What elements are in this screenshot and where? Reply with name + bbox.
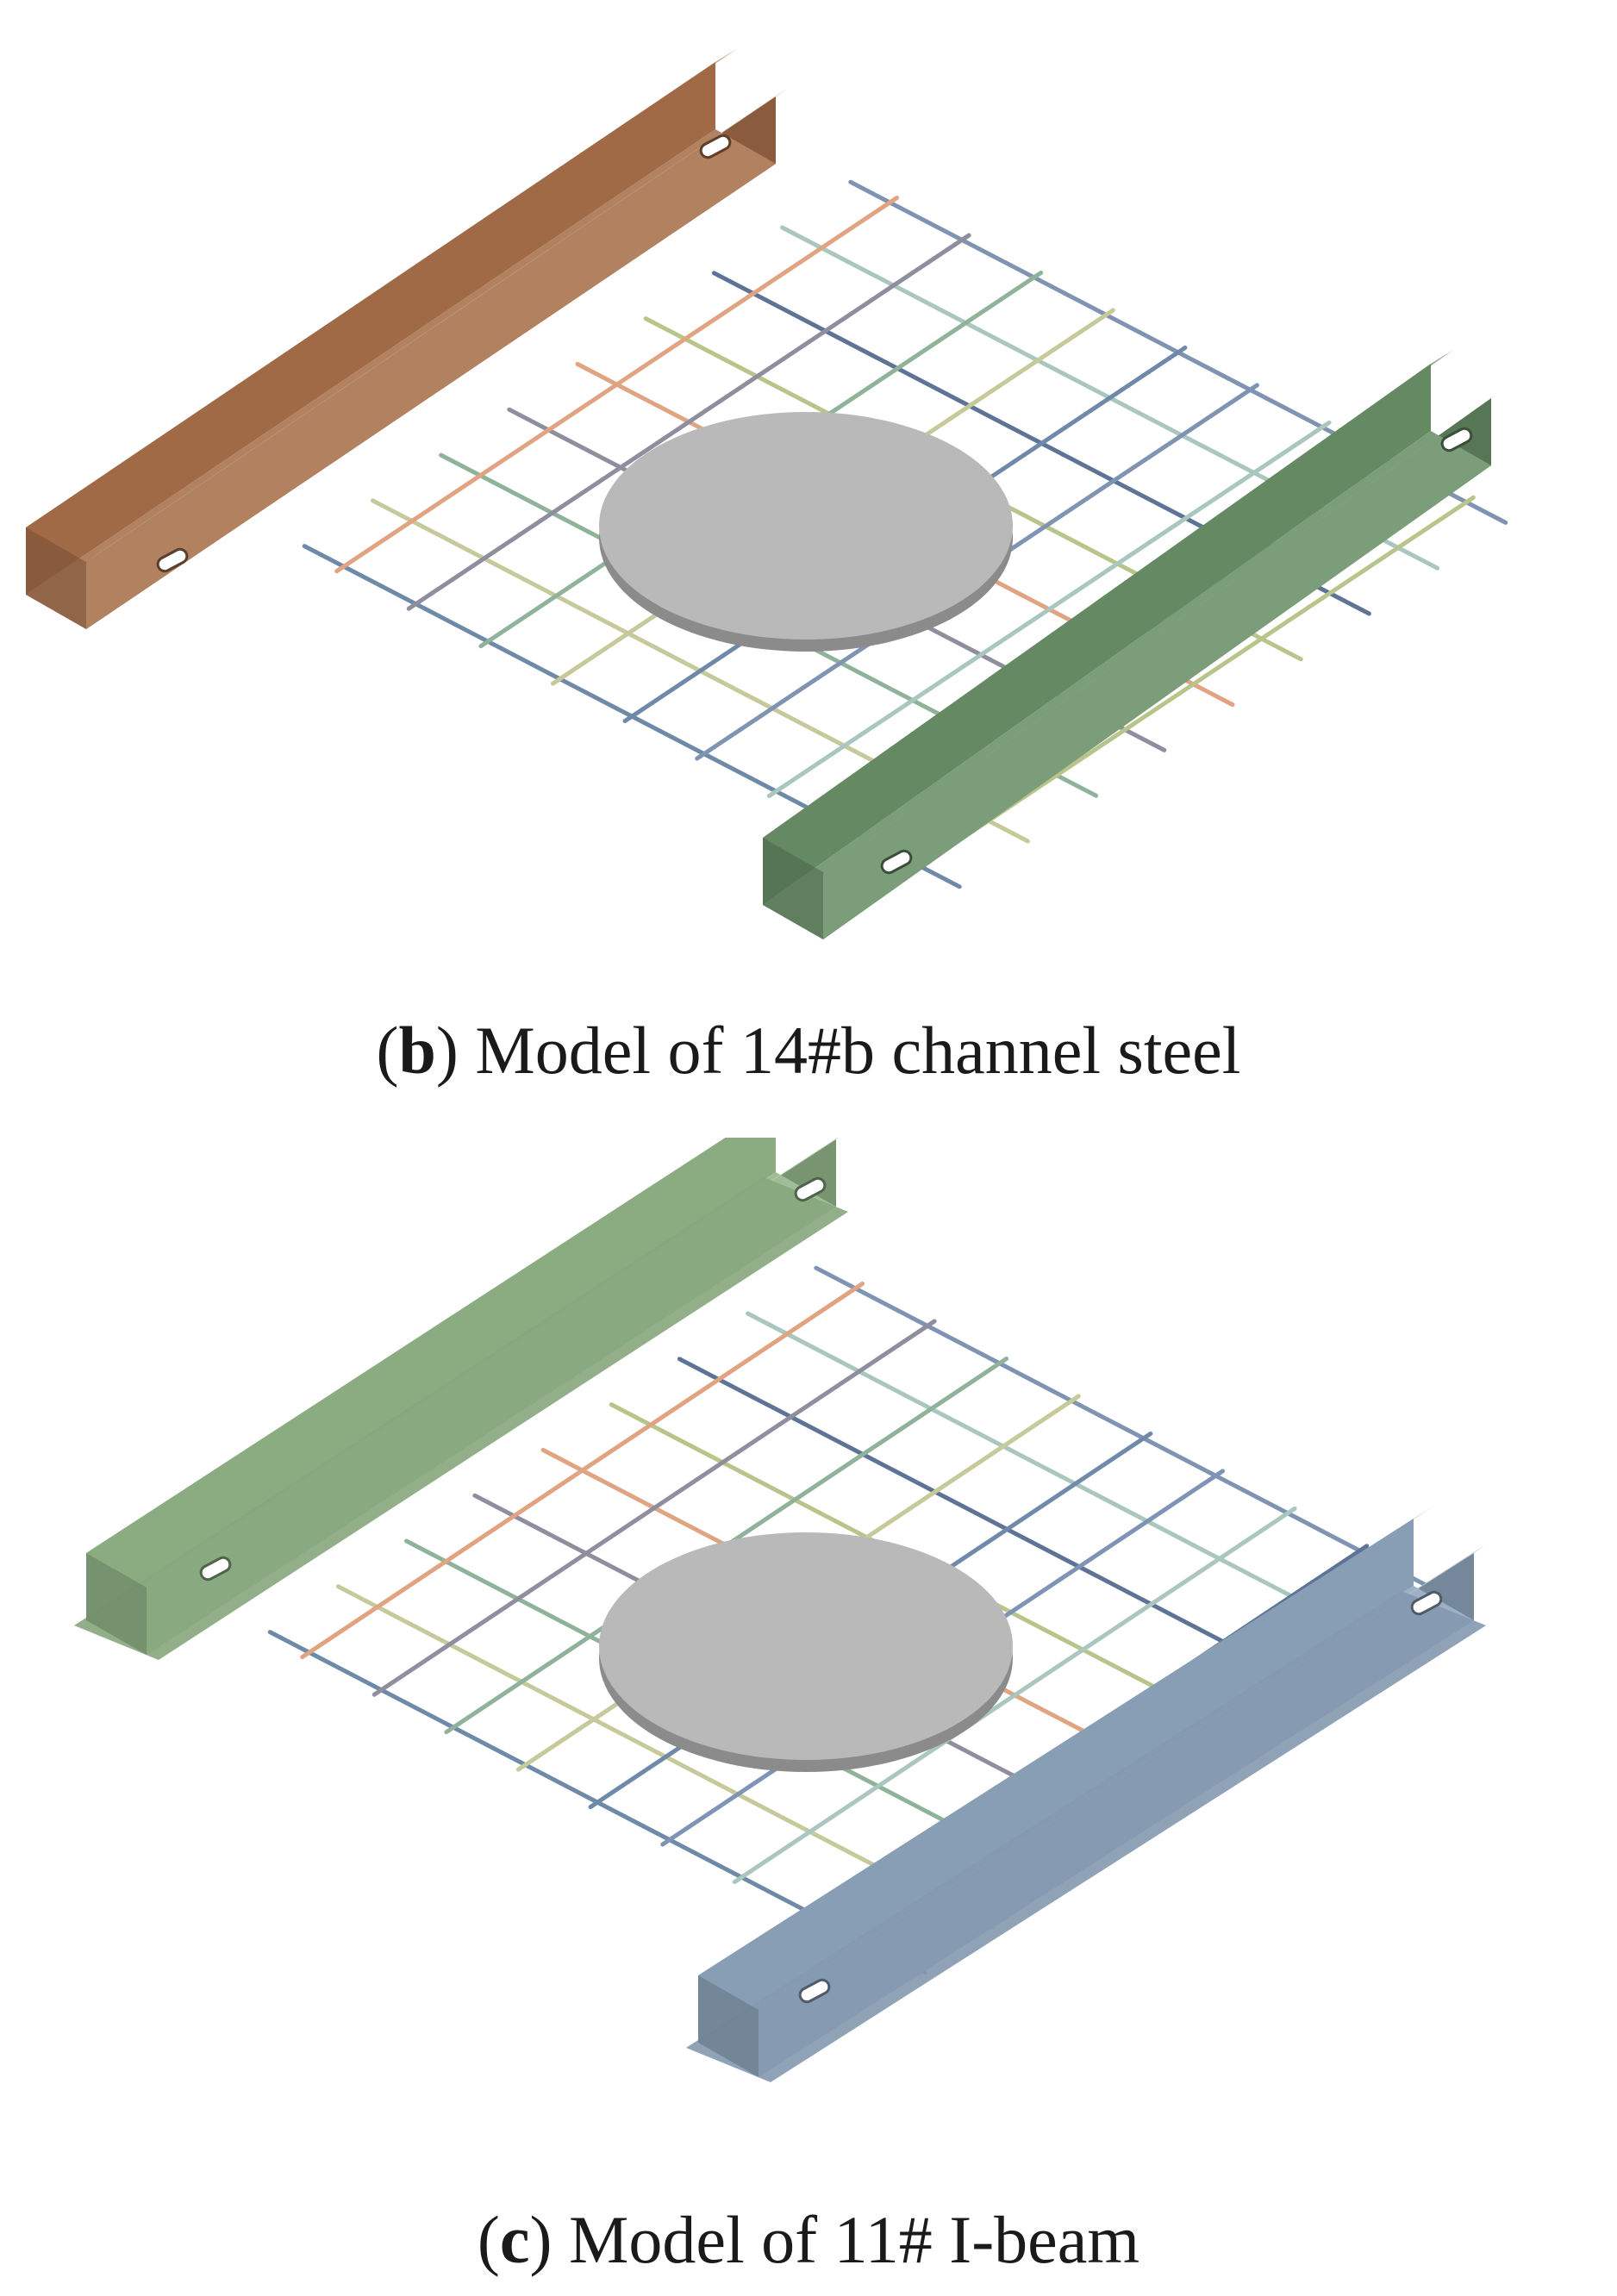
- bearing-plate-c: [599, 1532, 1013, 1760]
- caption-b: (b) Model of 14#b channel steel: [376, 1013, 1241, 1088]
- channel-steel-model: [26, 48, 1508, 939]
- caption-c-text: ) Model of 11# I-beam: [529, 2202, 1140, 2277]
- caption-c-letter: c: [499, 2202, 530, 2277]
- caption-c: (c) Model of 11# I-beam: [477, 2202, 1140, 2277]
- rebar-trans-b-1: [406, 233, 971, 611]
- beam-web-c1: [86, 1138, 776, 1620]
- beam-slot-b2-0: [880, 849, 913, 875]
- rebar-trans-c-0: [300, 1282, 865, 1660]
- beam-web-c2: [698, 1519, 1414, 2043]
- beam-slot-b2-1: [1440, 427, 1473, 452]
- beam-lip-b1: [86, 88, 788, 562]
- figure-panel-b: [0, 0, 1617, 1086]
- beam-c1: [74, 1138, 848, 1660]
- figure-panel-c: [0, 1138, 1617, 2296]
- beam-slot-c1-0: [199, 1556, 232, 1582]
- bearing-plate-b: [599, 412, 1013, 640]
- caption-b-letter: b: [398, 1013, 436, 1088]
- beam-slot-b1-1: [699, 134, 732, 159]
- beam-b1: [26, 48, 788, 629]
- beam-lip-b2: [823, 390, 1503, 872]
- beam-b2: [763, 350, 1503, 939]
- beam-lower-flange-c2: [686, 1591, 1486, 2082]
- beam-slot-c2-0: [798, 1978, 831, 2004]
- beam-slot-c2-1: [1410, 1590, 1443, 1616]
- beam-web-b2: [763, 364, 1431, 905]
- beam-end-face-b2: [763, 838, 823, 939]
- beam-end-face-c2: [698, 1975, 759, 2077]
- rebar-trans-c-1: [371, 1319, 937, 1697]
- i-beam-model: [74, 1138, 1486, 2082]
- beam-c2: [686, 1505, 1486, 2082]
- beam-end-face-c1: [86, 1553, 147, 1655]
- beam-bottom-b1: [26, 129, 776, 629]
- rebar-trans-b-6: [766, 420, 1332, 799]
- beam-web-b1: [26, 62, 715, 595]
- caption-b-text: ) Model of 14#b channel steel: [435, 1013, 1241, 1088]
- rebar-trans-b-0: [334, 196, 899, 574]
- beam-slot-c1-1: [794, 1176, 827, 1202]
- beam-end-face-b1: [26, 527, 86, 629]
- rebar-trans-c-6: [732, 1506, 1297, 1885]
- beam-lower-flange-c1: [74, 1177, 848, 1660]
- beam-slot-b1-0: [156, 547, 189, 573]
- beam-bottom-b2: [763, 431, 1491, 939]
